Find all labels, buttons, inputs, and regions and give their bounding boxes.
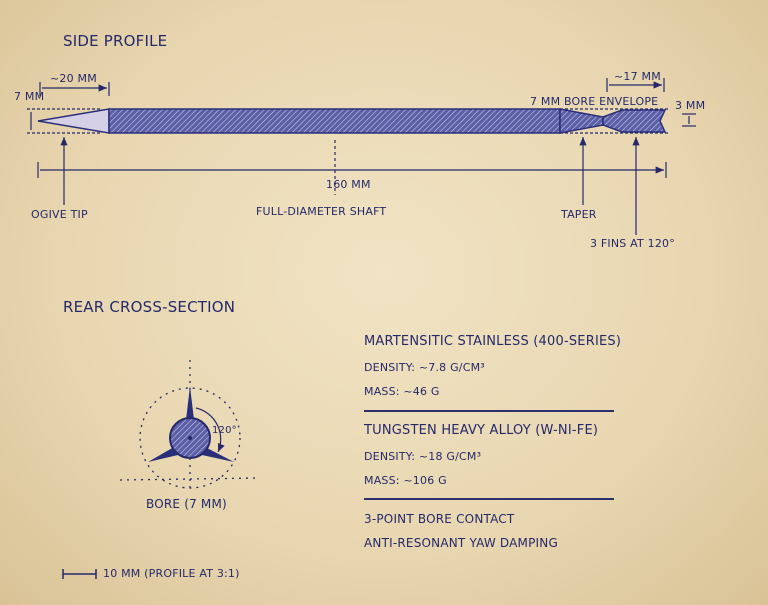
material-2-name: TUNGSTEN HEAVY ALLOY (W-NI-FE) — [364, 423, 599, 438]
bore-label: BORE (7 MM) — [146, 497, 227, 511]
rear-cross-section-title: REAR CROSS-SECTION — [63, 298, 236, 316]
fin-gap-dim: 3 MM — [675, 99, 706, 112]
bore-envelope-dim: 7 MM BORE ENVELOPE — [530, 95, 659, 108]
note-2: ANTI-RESONANT YAW DAMPING — [364, 536, 558, 550]
side-profile-title: SIDE PROFILE — [63, 32, 168, 50]
tip-length-dim: ~20 MM — [50, 72, 97, 85]
callout-shaft: FULL-DIAMETER SHAFT — [256, 205, 387, 218]
divider — [364, 410, 614, 412]
fin-length-dim: ~17 MM — [614, 70, 661, 83]
note-1: 3-POINT BORE CONTACT — [364, 512, 515, 526]
diameter-dim: 7 MM — [14, 90, 45, 103]
overall-length-dim: 160 MM — [326, 178, 371, 191]
fin-angle-label: 120° — [212, 425, 237, 436]
material-2-density: DENSITY: ~18 G/CM³ — [364, 450, 482, 463]
scale-bar-label: 10 MM (PROFILE AT 3:1) — [103, 567, 240, 580]
divider — [364, 498, 614, 500]
material-2-mass: MASS: ~106 G — [364, 474, 447, 487]
callout-taper: TAPER — [561, 208, 597, 221]
material-1-mass: MASS: ~46 G — [364, 385, 440, 398]
material-1-density: DENSITY: ~7.8 G/CM³ — [364, 361, 485, 374]
rear-cross-section-diagram — [119, 360, 261, 490]
callout-fins: 3 FINS AT 120° — [590, 237, 675, 250]
callout-ogive-tip: OGIVE TIP — [31, 208, 88, 221]
material-1-name: MARTENSITIC STAINLESS (400-SERIES) — [364, 334, 622, 349]
